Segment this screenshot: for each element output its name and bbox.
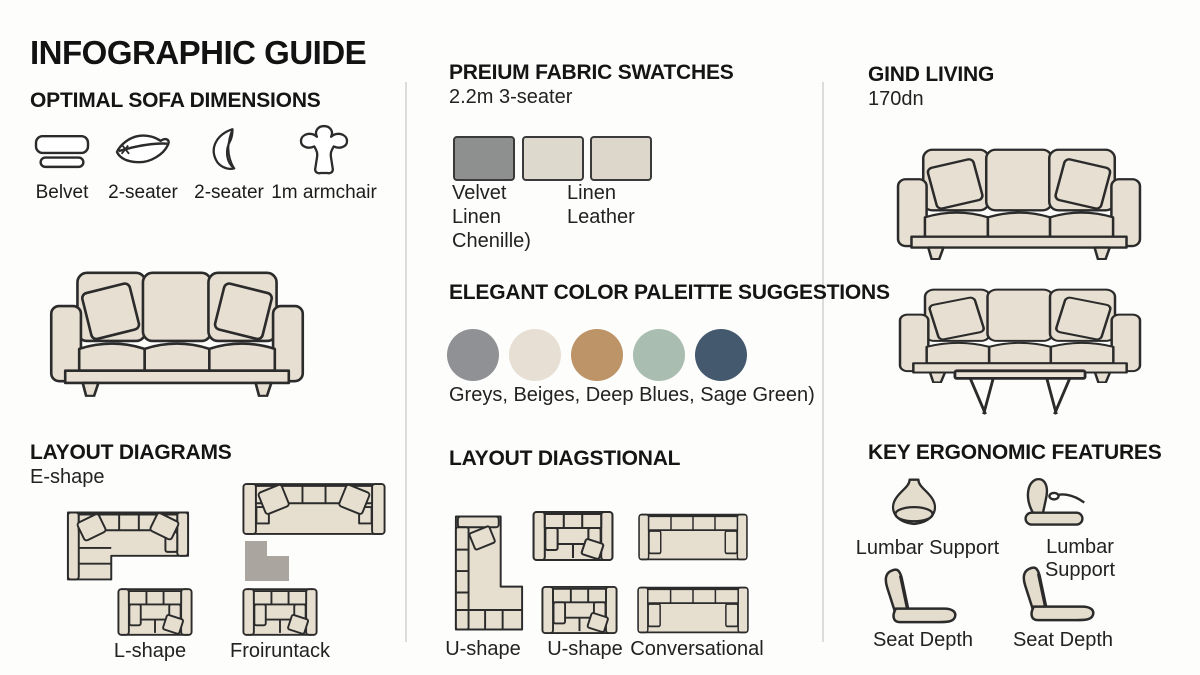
sofa-dimension-icon-row: Belvet 2-seater 2-seater 1m armchair — [24, 122, 377, 204]
beige-leather-swatch — [590, 136, 652, 181]
palette-color-navy — [695, 329, 747, 381]
layout-diagrams-heading: LAYOUT DIAGRAMS — [30, 441, 232, 464]
dimensions-heading: OPTIMAL SOFA DIMENSIONS — [30, 89, 321, 112]
seat-profile-icon — [1018, 564, 1098, 624]
layout-diagrams-subheading: E-shape — [30, 466, 105, 488]
dimension-item: Belvet — [24, 126, 100, 204]
dimension-item-label: Belvet — [35, 182, 89, 203]
palette-color-sage — [633, 329, 685, 381]
three-seater-sofa-illustration — [893, 142, 1145, 260]
layout-label: Conversational — [630, 638, 764, 660]
palette-caption: Greys, Beiges, Deep Blues, Sage Green) — [449, 384, 815, 406]
dimension-item-label: 1m armchair — [271, 182, 377, 203]
brand-heading: GIND LIVING — [868, 63, 995, 86]
page-title: INFOGRAPHIC GUIDE — [30, 34, 367, 71]
mattress-stack-icon — [33, 126, 91, 178]
dimension-item-label: 2-seater — [108, 182, 178, 203]
brand-subheading: 170dn — [868, 88, 924, 110]
palette-color-cream — [509, 329, 561, 381]
layout-label: Froiruntack — [229, 640, 331, 662]
right-column-divider — [822, 82, 824, 642]
three-seater-sofa-illustration — [46, 264, 308, 397]
ergonomic-label: Lumbar Support — [1044, 536, 1116, 581]
fabric-label: Velvet — [452, 182, 507, 204]
pendant-lumbar-icon — [883, 477, 945, 532]
crescent-sofa-icon — [202, 124, 256, 178]
dimension-item: 1m armchair — [271, 122, 377, 204]
seat-profile-icon — [880, 566, 960, 626]
fabric-label: Linen — [452, 206, 501, 228]
ergonomic-label: Seat Depth — [1012, 629, 1114, 651]
ergonomic-label: Lumbar Support — [855, 537, 1000, 559]
layout-label: U-shape — [547, 638, 623, 660]
long-sofa-layout-topview — [637, 585, 749, 635]
ergonomics-heading: KEY ERGONOMIC FEATURES — [868, 441, 1162, 464]
fabric-label: Leather — [567, 206, 635, 228]
layout-label: L-shape — [113, 640, 187, 662]
layout-diagstional-heading: LAYOUT DIAGSTIONAL — [449, 447, 681, 470]
recline-seat-icon — [1018, 476, 1090, 531]
fabric-label: Linen — [567, 182, 616, 204]
fabric-heading: PREIUM FABRIC SWATCHES — [449, 61, 734, 84]
palette-color-tan — [571, 329, 623, 381]
coffee-table-illustration — [953, 368, 1087, 417]
gray-rug-block — [245, 541, 289, 581]
dimension-item-label: 2-seater — [194, 182, 264, 203]
left-column-divider — [405, 82, 407, 642]
fabric-label-column: Linen Leather — [567, 181, 635, 229]
long-sofa-layout-topview — [242, 480, 386, 538]
small-sofa-layout-topview — [532, 510, 614, 562]
dimension-item: 2-seater — [186, 124, 272, 204]
leaf-sofa-icon — [113, 126, 173, 178]
long-sofa-layout-topview — [638, 512, 748, 562]
small-sofa-layout-topview — [541, 585, 618, 635]
small-sofa-layout-topview — [117, 586, 193, 638]
layout-label: U-shape — [445, 638, 521, 660]
beige-linen-swatch — [522, 136, 584, 181]
gray-velvet-swatch — [453, 136, 515, 181]
dimension-item: 2-seater — [100, 126, 186, 204]
fabric-label-column: Velvet Linen Chenille) — [452, 181, 531, 253]
palette-color-gray — [447, 329, 499, 381]
tall-L-layout-topview — [452, 511, 526, 635]
small-sofa-layout-topview — [242, 586, 318, 638]
fabric-subheading: 2.2m 3-seater — [449, 86, 573, 108]
sectional-layout-topview — [64, 506, 192, 582]
fabric-label: Chenille) — [452, 230, 531, 252]
ergonomic-label: Seat Depth — [872, 629, 974, 651]
armchair-outline-icon — [293, 122, 355, 178]
palette-heading: ELEGANT COLOR PALEITTE SUGGESTIONS — [449, 281, 890, 304]
